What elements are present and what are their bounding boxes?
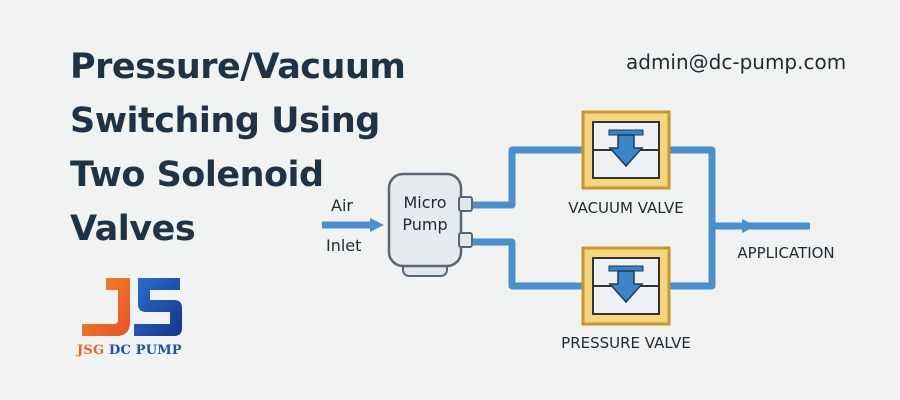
brand-name: JSG DC PUMP — [77, 343, 182, 358]
vacuum-valve-arrow-icon — [608, 129, 644, 168]
pressure-valve — [581, 246, 671, 326]
brand-name-part2: DC PUMP — [108, 343, 182, 358]
air-label: Air — [331, 196, 353, 215]
brand-logo-icon — [82, 278, 182, 336]
inlet-label: Inlet — [326, 236, 361, 255]
application-label: APPLICATION — [737, 244, 834, 262]
contact-email[interactable]: admin@dc-pump.com — [626, 50, 847, 74]
vacuum-valve-label: VACUUM VALVE — [568, 199, 683, 217]
pump-label-line2: Pump — [402, 215, 447, 234]
vacuum-valve — [581, 110, 671, 190]
pipes — [322, 146, 810, 290]
brand-name-part1: JSG — [77, 343, 105, 358]
air-inlet-arrow-icon — [370, 218, 384, 232]
pipe-pump-to-pressure — [470, 238, 583, 290]
pressure-valve-label: PRESSURE VALVE — [561, 334, 691, 352]
title-line-3: Two Solenoid — [70, 155, 324, 195]
title-line-4: Valves — [70, 209, 196, 249]
micro-pump: Micro Pump — [387, 172, 473, 277]
pipe-pump-to-vacuum — [470, 146, 583, 209]
title-line-2: Switching Using — [70, 101, 380, 141]
page-title: Pressure/Vacuum Switching Using Two Sole… — [70, 40, 430, 256]
pipe-vacuum-out — [669, 146, 716, 226]
pump-label-line1: Micro — [403, 193, 446, 212]
title-line-1: Pressure/Vacuum — [70, 47, 406, 87]
application-arrow-icon — [742, 219, 756, 233]
pipe-pressure-out — [669, 226, 716, 290]
pressure-valve-arrow-icon — [608, 265, 644, 304]
